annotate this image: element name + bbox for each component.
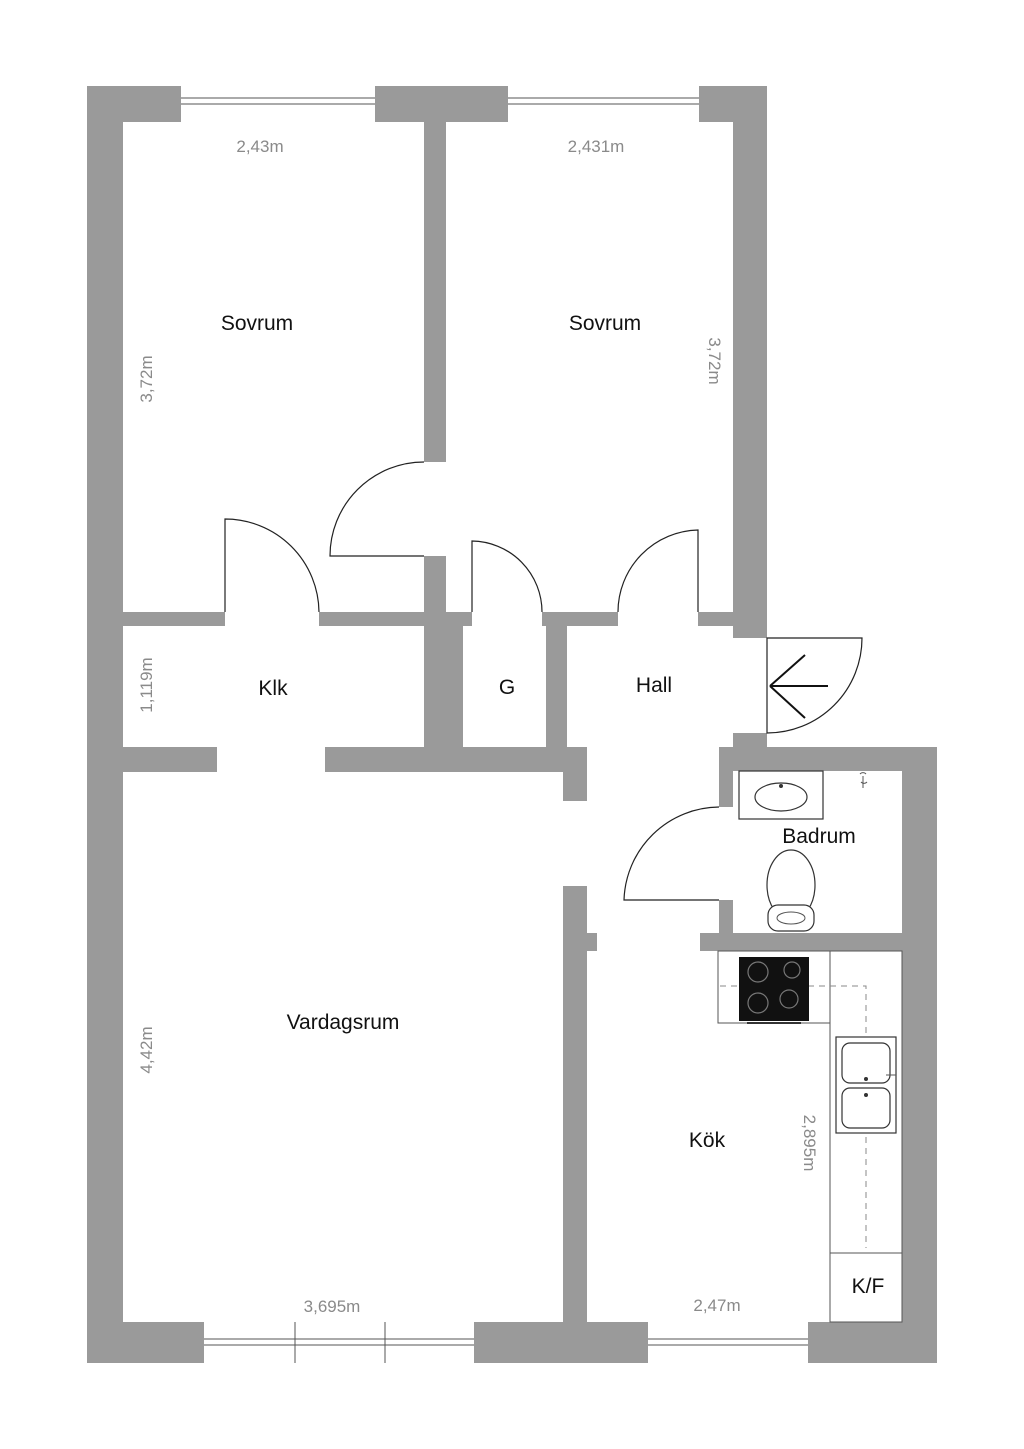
room-label-kf: K/F (852, 1275, 885, 1298)
dimension-sovrum-1-width: 2,43m (236, 137, 283, 156)
dimension-labels: 2,43m 3,72m 2,431m 3,72m 1,119m 4,42m 3,… (137, 137, 819, 1316)
dimension-sovrum-2-width: 2,431m (568, 137, 625, 156)
room-labels: Sovrum Sovrum Klk G Hall Badrum Vardagsr… (221, 312, 885, 1298)
dimension-klk-height: 1,119m (137, 657, 156, 712)
room-label-vardagsrum: Vardagsrum (287, 1011, 400, 1034)
toilet-icon (766, 849, 816, 932)
window-icon (181, 86, 808, 1363)
dimension-vardagsrum-height: 4,42m (137, 1026, 156, 1073)
room-label-sovrum: Sovrum (569, 312, 641, 335)
dimension-vardagsrum-width: 3,695m (304, 1297, 361, 1316)
valve-icon (859, 772, 868, 788)
dimension-sovrum-1-height: 3,72m (137, 355, 156, 402)
dimension-kok-width: 2,47m (693, 1296, 740, 1315)
room-label-klk: Klk (258, 677, 288, 700)
stove-icon (739, 957, 809, 1024)
room-label-kok: Kök (689, 1129, 726, 1152)
entrance-arrow-icon (769, 654, 828, 719)
room-label-hall: Hall (636, 674, 672, 697)
sink-icon (738, 770, 824, 820)
room-label-g: G (499, 676, 515, 699)
walls (87, 86, 937, 1363)
room-label-badrum: Badrum (782, 825, 856, 848)
double-sink-icon (835, 1036, 897, 1134)
dimension-kok-height: 2,895m (800, 1115, 819, 1172)
room-label-sovrum: Sovrum (221, 312, 293, 335)
door-swing-icon (224, 461, 863, 901)
dimension-sovrum-2-height: 3,72m (705, 337, 724, 384)
